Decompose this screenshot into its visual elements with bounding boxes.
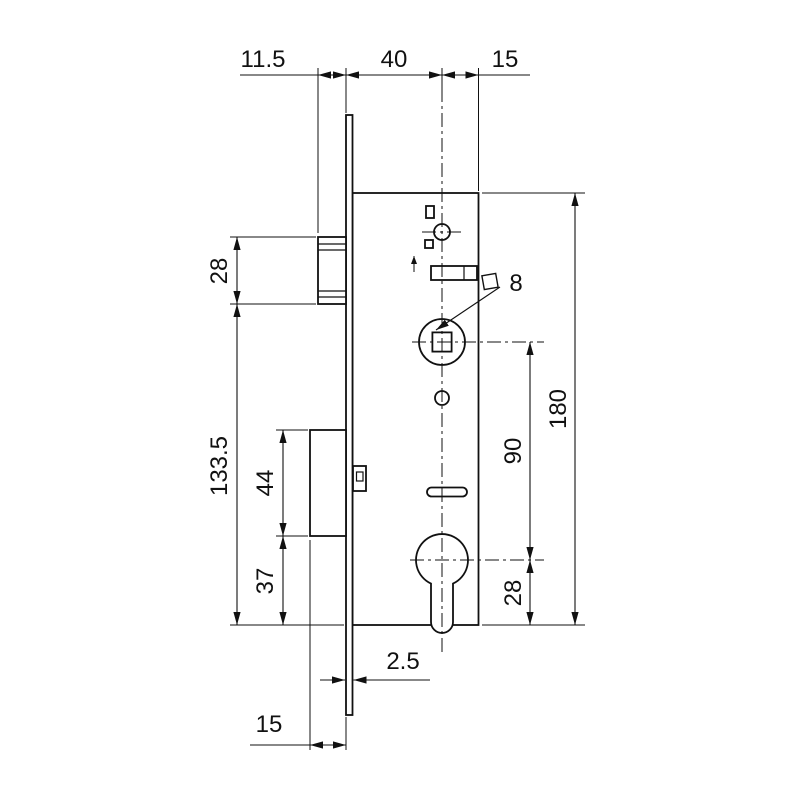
dim-deadbolt-throw-group: 15: [250, 540, 347, 750]
dim-spindle-square: 8: [509, 270, 522, 297]
spindle-callout-group: 8: [435, 270, 523, 331]
faceplate: [345, 114, 354, 716]
dim-right-group: 180 90 28: [482, 192, 585, 626]
latch-bolt-body: [317, 236, 347, 305]
lock-body-group: [309, 114, 480, 716]
clip-outer: [352, 465, 367, 492]
stop-bar: [430, 265, 478, 281]
dim-deadbolt-to-bottom: 37: [252, 568, 279, 595]
dim-cylinder-to-bottom: 28: [500, 580, 527, 607]
fixing-slot: [426, 486, 468, 498]
dim-case-height: 180: [545, 389, 572, 429]
deadbolt: [309, 429, 347, 537]
dim-deadbolt-throw: 15: [256, 711, 283, 738]
adjuster-square: [424, 239, 434, 249]
faceplate-clip: [352, 465, 367, 492]
dim-deadbolt-height: 44: [252, 470, 279, 497]
dim-top-group: 11.5 40 15: [240, 46, 530, 233]
square-section-symbol: [481, 272, 499, 291]
dim-handle-to-cylinder: 90: [500, 438, 527, 465]
dim-latch-height: 28: [206, 258, 233, 285]
dim-latch-projection: 11.5: [241, 46, 286, 73]
centerlines: [410, 88, 544, 652]
dim-left-group: 28 133.5: [206, 236, 344, 626]
dim-deadbolt-group: 44 37: [252, 429, 308, 625]
dim-center-to-back: 15: [492, 46, 519, 73]
dim-lower-body-length: 133.5: [206, 436, 233, 496]
dim-faceplate-thickness: 2.5: [386, 648, 419, 675]
dim-faceplate-thickness-group: 2.5: [320, 648, 430, 684]
clip-inner: [355, 471, 364, 482]
screw-hole-slot: [425, 205, 435, 219]
dim-backset: 40: [381, 46, 408, 73]
latch-bolt: [317, 236, 347, 305]
leader-line: [435, 286, 501, 331]
